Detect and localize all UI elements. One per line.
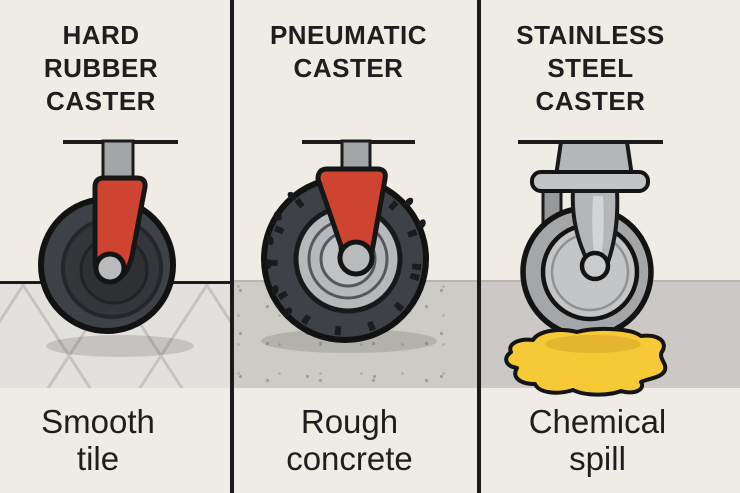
panel-pneumatic-caster: PNEUMATIC CASTER Rough co	[234, 0, 477, 493]
hard-rubber-caster-icon	[38, 139, 194, 357]
panel-title: STAINLESS STEEL CASTER	[516, 20, 665, 116]
panel-caption: Chemical spill	[528, 403, 667, 477]
panel-divider	[477, 0, 481, 493]
panel-stainless-steel-caster: STAINLESS STEEL CASTER Chemical spill	[481, 0, 740, 493]
pneumatic-caster-icon	[261, 139, 437, 353]
panel-title: PNEUMATIC CASTER	[269, 20, 428, 83]
stainless-steel-caster-icon	[504, 140, 668, 397]
panel-title: HARD RUBBER CASTER	[43, 20, 159, 116]
panel-hard-rubber-caster: HARD RUBBER CASTER Smooth tile	[0, 0, 230, 493]
panel-divider	[230, 0, 234, 493]
panel-caption: Rough concrete	[286, 403, 413, 477]
panel-caption: Smooth tile	[41, 403, 155, 477]
